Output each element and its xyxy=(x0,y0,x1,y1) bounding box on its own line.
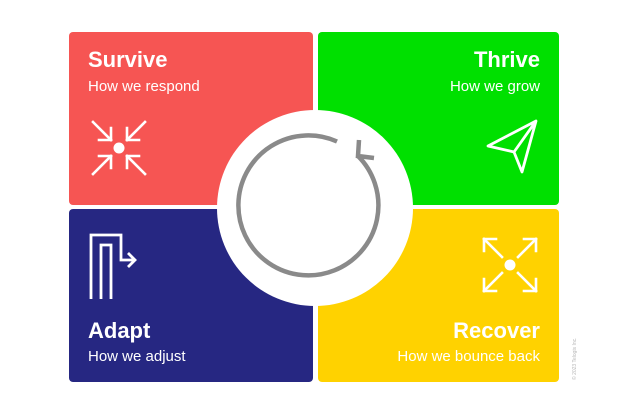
paper-plane-icon xyxy=(484,116,542,178)
quadrant-subtitle: How we bounce back xyxy=(397,348,540,365)
path-arrow-icon xyxy=(87,231,143,299)
quadrant-subtitle: How we grow xyxy=(449,78,540,95)
compress-arrows-icon xyxy=(87,116,151,180)
cycle-arrow-icon xyxy=(236,133,381,278)
expand-arrows-icon xyxy=(478,233,542,297)
quadrant-title: Adapt xyxy=(88,318,151,343)
quadrant-subtitle: How we adjust xyxy=(88,348,186,365)
copyright-text: © 2023 Telogis Inc. xyxy=(572,337,578,380)
quadrant-title: Survive xyxy=(88,47,168,72)
quadrant-subtitle: How we respond xyxy=(88,78,200,95)
quadrant-title: Thrive xyxy=(473,47,540,72)
quadrant-title: Recover xyxy=(453,318,540,343)
center-circle xyxy=(217,110,413,306)
